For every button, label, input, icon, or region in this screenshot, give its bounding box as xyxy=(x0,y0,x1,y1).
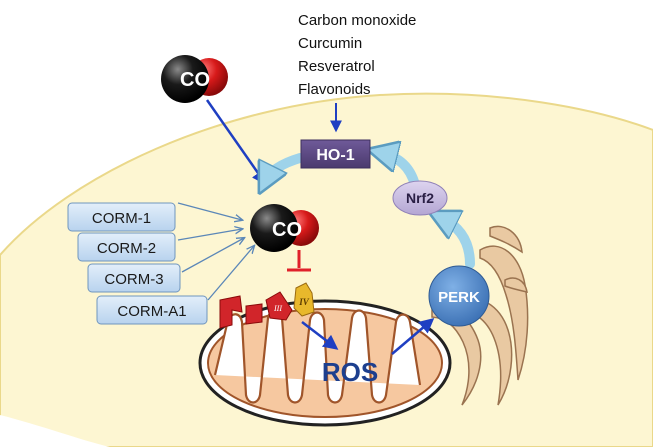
svg-text:CORM-A1: CORM-A1 xyxy=(117,303,186,320)
endoplasmic-reticulum xyxy=(431,225,529,406)
corm-1-box: CORM-1 xyxy=(67,202,176,232)
corm-3-box: CORM-3 xyxy=(87,263,181,293)
inducer-item: Curcumin xyxy=(298,35,362,52)
cell-membrane xyxy=(0,92,653,447)
nrf2-to-ho1-arrow xyxy=(382,153,420,190)
perk-to-nrf2-arrow xyxy=(442,218,475,269)
free-co-molecule: CO xyxy=(161,55,228,103)
svg-text:Nrf2: Nrf2 xyxy=(406,190,434,206)
corm-a1-box: CORM-A1 xyxy=(96,295,208,325)
corm-2-box: CORM-2 xyxy=(77,232,176,262)
svg-text:HO-1: HO-1 xyxy=(316,147,354,164)
svg-text:CORM-2: CORM-2 xyxy=(97,240,156,257)
svg-text:CORM-3: CORM-3 xyxy=(104,271,163,288)
mitochondrion xyxy=(198,299,452,427)
perk-node: PERK xyxy=(428,265,490,327)
corm-list: CORM-1 CORM-2 CORM-3 CORM-A1 xyxy=(67,202,208,325)
nrf2-node: Nrf2 xyxy=(392,180,448,216)
bound-co-molecule: CO xyxy=(250,204,319,252)
complex-i xyxy=(219,295,243,329)
svg-text:CORM-1: CORM-1 xyxy=(92,210,151,227)
svg-text:PERK: PERK xyxy=(438,289,480,306)
inducer-item: Resveratrol xyxy=(298,58,375,75)
inducer-item: Carbon monoxide xyxy=(298,12,416,29)
ros-to-perk-arrow xyxy=(391,318,435,355)
complex-iii: III xyxy=(265,291,293,321)
co-inhibition-marker xyxy=(287,250,311,272)
corm-2-arrow xyxy=(177,229,242,241)
ho1-to-co-arrow xyxy=(266,153,305,180)
ros-label: ROS xyxy=(322,357,378,387)
corm-3-arrow xyxy=(181,238,244,273)
ho1-node: HO-1 xyxy=(300,139,371,169)
corm-a1-arrow xyxy=(207,246,254,301)
complex-to-ros-arrow xyxy=(301,321,339,350)
svg-text:CO: CO xyxy=(272,219,302,241)
complex-iv: IV xyxy=(293,282,315,317)
inducer-list: Carbon monoxide Curcumin Resveratrol Fla… xyxy=(298,12,416,98)
corm-1-arrow xyxy=(177,202,242,220)
complex-ii xyxy=(245,303,263,325)
svg-text:IV: IV xyxy=(298,297,310,307)
co-diffusion-arrow xyxy=(205,99,267,186)
svg-text:CO: CO xyxy=(180,69,210,91)
svg-text:III: III xyxy=(273,304,282,313)
inducer-item: Flavonoids xyxy=(298,81,371,98)
